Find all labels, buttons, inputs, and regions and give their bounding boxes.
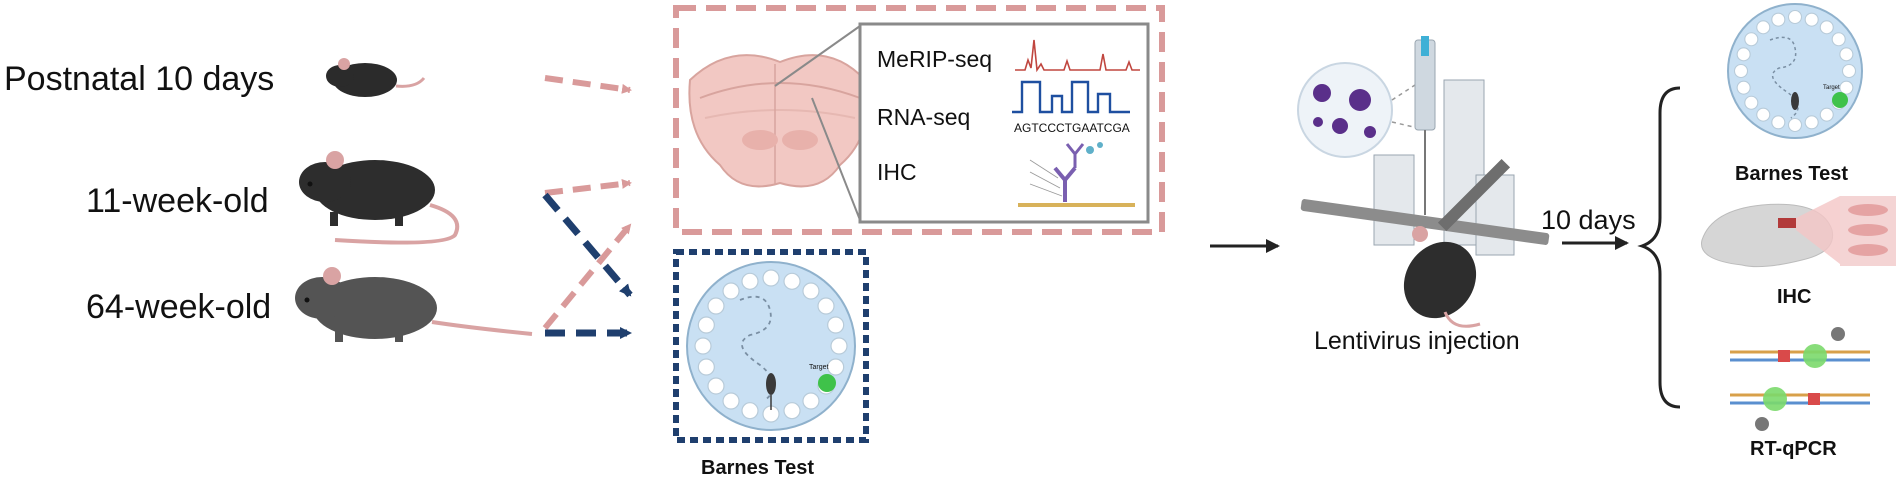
mouse-11-week-icon [299,151,460,245]
zoom-line-top [774,25,861,87]
brain-slice-ihc-icon [1701,196,1896,268]
sequencing-panel-frame [673,5,1165,235]
barnes-maze-left-icon: Target [686,261,856,431]
rt-qpcr-icon [1730,327,1870,431]
assay-inset [858,22,1150,224]
maze-hole [1804,115,1819,130]
maze-hole [1804,12,1819,27]
maze-hole [783,272,801,290]
barnes-maze-right-icon: Target [1727,3,1863,139]
barnes-test-frame [673,249,869,443]
lentivirus-bubble-icon [1297,62,1419,158]
ihc-label: IHC [877,159,917,185]
interval-label: 10 days [1541,205,1636,235]
maze-hole [1839,80,1854,95]
age-label-64-week: 64-week-old [86,288,271,326]
rna-seq-label: RNA-seq [877,104,970,130]
stereotaxic-frame-icon [1300,36,1550,328]
maze-hole [707,297,725,315]
dashed-arrows [542,75,633,339]
maze-hole [1736,80,1751,95]
maze-hole [722,282,740,300]
outcome-brace [1637,86,1681,409]
maze-hole [827,358,845,376]
target-hole-right [1832,92,1848,108]
maze-hole [1787,117,1803,133]
arrow-11w-to-barnes [542,192,633,298]
maze-hole [1787,9,1803,25]
maze-hole [1819,107,1834,122]
maze-hole [722,392,740,410]
maze-hole [1736,47,1751,62]
maze-hole [1756,107,1771,122]
maze-hole [830,337,848,355]
maze-hole [783,402,801,420]
age-label-11-week: 11-week-old [86,182,269,220]
maze-hole [697,358,715,376]
zoom-line-bottom [811,97,861,221]
maze-hole [741,402,759,420]
maze-hole [1756,20,1771,35]
target-label-right: Target [1823,85,1840,91]
arrow-64w-to-sequencing [542,223,633,330]
rna-seq-trace-icon [1012,80,1130,114]
antibody-diagram-icon [1018,142,1135,207]
target-label-left: Target [809,364,829,371]
arrow-11w-to-sequencing [544,178,632,196]
age-label-postnatal-10-days: Postnatal 10 days [4,60,274,98]
maze-hole [707,377,725,395]
maze-hole [1744,32,1759,47]
lentivirus-injection-label: Lentivirus injection [1314,327,1520,355]
maze-hole [802,392,820,410]
target-hole-left [818,374,836,392]
barnes-test-label-left: Barnes Test [701,457,814,479]
merip-seq-label: MeRIP-seq [877,46,992,72]
rt-qpcr-label: RT-qPCR [1750,438,1837,460]
maze-hole [694,337,712,355]
mouse-pup-icon [326,58,426,97]
maze-hole [1839,47,1854,62]
maze-hole [762,269,780,287]
maze-hole [1771,12,1786,27]
maze-hole [817,297,835,315]
sequence-label: AGTCCCTGAATCGA [1014,121,1130,135]
maze-hole [1841,63,1857,79]
arrow-p10-to-sequencing [544,75,632,94]
maze-hole [1771,115,1786,130]
merip-peaks-icon [1015,39,1140,73]
maze-hole [827,316,845,334]
mouse-64-week-icon [295,267,533,342]
brain-section-icon [688,54,869,188]
barnes-test-label-right: Barnes Test [1735,163,1848,185]
maze-hole [1744,95,1759,110]
maze-hole [1819,20,1834,35]
maze-hole [1831,32,1846,47]
maze-hole [1733,63,1749,79]
maze-hole [741,272,759,290]
ihc-label-right: IHC [1777,286,1811,308]
maze-hole [697,316,715,334]
maze-hole [802,282,820,300]
